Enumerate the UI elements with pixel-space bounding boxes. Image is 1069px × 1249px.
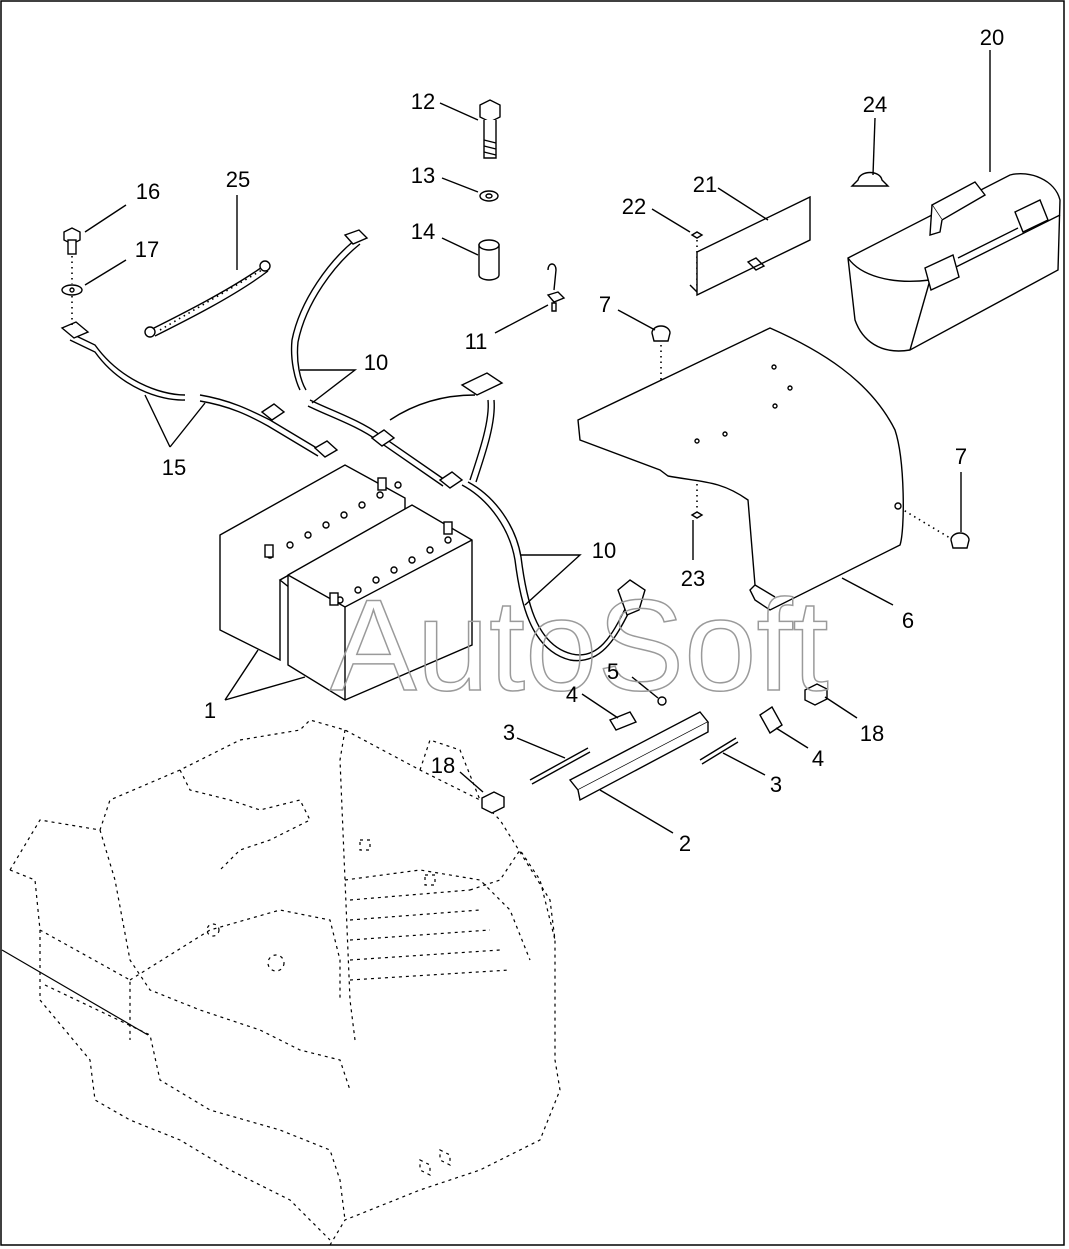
- mounting-hardware: [529, 705, 783, 802]
- toolbox: [847, 173, 1061, 352]
- fasteners: [61, 99, 970, 814]
- callout-25: 25: [226, 167, 250, 192]
- callout-11: 11: [465, 329, 488, 354]
- machine-chassis-outline: [1, 719, 561, 1246]
- callout-22: 22: [622, 194, 646, 219]
- callout-14: 14: [411, 219, 435, 244]
- callout-23: 23: [681, 566, 705, 591]
- callout-18: 18: [431, 753, 455, 778]
- ground-strap: [144, 260, 271, 338]
- callout-16: 16: [136, 179, 160, 204]
- callout-20: 20: [980, 25, 1004, 50]
- callout-1: 1: [204, 698, 216, 723]
- callout-10: 10: [364, 350, 388, 375]
- callout-10: 10: [592, 538, 616, 563]
- callout-18: 18: [860, 721, 884, 746]
- callout-3: 3: [503, 720, 515, 745]
- callout-7: 7: [599, 292, 611, 317]
- callout-21: 21: [693, 172, 717, 197]
- callout-2: 2: [679, 831, 691, 856]
- leader-lines: [84, 50, 991, 834]
- watermark: AutoSoft: [330, 572, 829, 718]
- callout-7: 7: [955, 444, 967, 469]
- callout-13: 13: [411, 163, 435, 188]
- callout-12: 12: [411, 89, 435, 114]
- callout-5: 5: [607, 659, 619, 684]
- callout-3: 3: [770, 772, 782, 797]
- callout-17: 17: [135, 237, 159, 262]
- callout-6: 6: [902, 608, 914, 633]
- callout-4: 4: [566, 682, 578, 707]
- batteries: [219, 464, 473, 701]
- callout-15: 15: [162, 455, 186, 480]
- callout-24: 24: [863, 92, 887, 117]
- callout-4: 4: [812, 746, 824, 771]
- battery-cables: [60, 229, 646, 662]
- callouts: 1 2 3 3 4 4 5 6 7 7 10 10 11 12 13 14 15…: [135, 25, 1004, 856]
- battery-cover-and-tray: [577, 195, 904, 611]
